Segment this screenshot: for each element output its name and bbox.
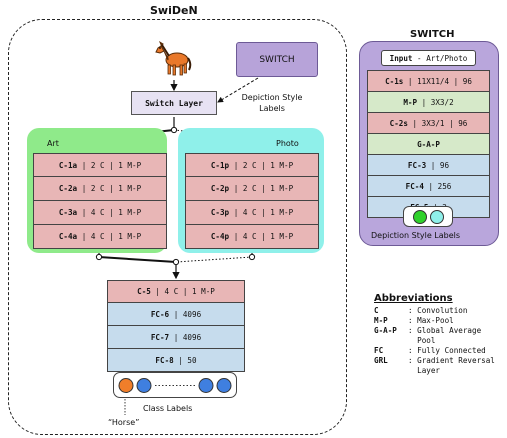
abbrev-item: FC: Fully Connected bbox=[374, 346, 486, 355]
switch-node: SWITCH bbox=[236, 42, 318, 77]
swiden-title: SwiDeN bbox=[150, 4, 198, 17]
class-label-nodes bbox=[118, 378, 232, 393]
abbrev-item: GRL: Gradient Reversal Layer bbox=[374, 356, 495, 375]
switch-layer-label: Switch Layer bbox=[145, 98, 203, 108]
class-node-49 bbox=[198, 378, 214, 393]
art-to-merge bbox=[98, 256, 177, 263]
shared-layer-c5: C-5 | 4 C | 1 M-P bbox=[107, 280, 245, 303]
art-layer-c1a: C-1a | 2 C | 1 M-P bbox=[33, 153, 167, 177]
art-layer-c4a: C-4a | 4 C | 1 M-P bbox=[33, 225, 167, 249]
abbreviations-list: C: Convolution M-P: Max-Pool G-A-P: Glob… bbox=[374, 306, 495, 376]
photo-label: Photo bbox=[276, 139, 299, 148]
class-node-50 bbox=[216, 378, 232, 393]
horse-caption: “Horse” bbox=[108, 418, 140, 427]
abbrev-item: M-P: Max-Pool bbox=[374, 316, 454, 325]
photo-layer-stack: C-1p | 2 C | 1 M-P C-2p | 2 C | 1 M-P C-… bbox=[185, 153, 319, 249]
art-label: Art bbox=[47, 139, 59, 148]
switch-node-label: SWITCH bbox=[259, 54, 295, 65]
shared-layer-stack: C-5 | 4 C | 1 M-P FC-6 | 4096 FC-7 | 409… bbox=[107, 280, 245, 372]
class-labels-output bbox=[113, 372, 237, 398]
switch-layer-fc3: FC-3 | 96 bbox=[367, 155, 490, 176]
photo-layer-c1p: C-1p | 2 C | 1 M-P bbox=[185, 153, 319, 177]
art-layer-c2a: C-2a | 2 C | 1 M-P bbox=[33, 177, 167, 201]
shared-layer-fc6: FC-6 | 4096 bbox=[107, 303, 245, 326]
switch-panel-title: SWITCH bbox=[410, 29, 455, 40]
art-layer-c3a: C-3a | 4 C | 1 M-P bbox=[33, 201, 167, 225]
switch-layer-box: Switch Layer bbox=[131, 91, 217, 115]
abbrev-item: G-A-P: Global Average Pool bbox=[374, 326, 482, 345]
shared-layer-fc7: FC-7 | 4096 bbox=[107, 326, 245, 349]
photo-layer-c3p: C-3p | 4 C | 1 M-P bbox=[185, 201, 319, 225]
switch-layer-c2s: C-2s | 3X3/1 | 96 bbox=[367, 113, 490, 134]
switch-layer-mp: M-P | 3X3/2 bbox=[367, 92, 490, 113]
switch-output-box bbox=[403, 206, 453, 227]
switch-panel-footer: Depiction Style Labels bbox=[371, 231, 461, 240]
junction-art-bottom bbox=[95, 253, 103, 261]
switch-layer-c1s: C-1s | 11X11/4 | 96 bbox=[367, 70, 490, 92]
junction-merge bbox=[172, 258, 180, 266]
photo-layer-c4p: C-4p | 4 C | 1 M-P bbox=[185, 225, 319, 249]
junction-photo-bottom bbox=[248, 253, 256, 261]
depiction-style-labels-caption: Depiction Style Labels bbox=[241, 93, 303, 113]
photo-output-node bbox=[430, 210, 444, 224]
switch-layer-stack: C-1s | 11X11/4 | 96 M-P | 3X3/2 C-2s | 3… bbox=[367, 70, 490, 218]
photo-layer-c2p: C-2p | 2 C | 1 M-P bbox=[185, 177, 319, 201]
switch-output-nodes bbox=[413, 210, 444, 224]
art-output-node bbox=[413, 210, 427, 224]
class-node-2 bbox=[136, 378, 152, 393]
shared-layer-fc8: FC-8 | 50 bbox=[107, 349, 245, 372]
junction-top bbox=[170, 126, 178, 134]
switch-layer-fc4: FC-4 | 256 bbox=[367, 176, 490, 197]
abbrev-item: C: Convolution bbox=[374, 306, 468, 315]
swiden-region bbox=[8, 19, 347, 435]
horse-icon bbox=[155, 41, 192, 76]
art-layer-stack: C-1a | 2 C | 1 M-P C-2a | 2 C | 1 M-P C-… bbox=[33, 153, 167, 249]
switch-to-layer-dashed bbox=[217, 77, 259, 103]
abbreviations-title: Abbreviations bbox=[374, 293, 453, 304]
switch-input-box: Input - Art/Photo bbox=[381, 50, 476, 66]
class-labels-caption: Class Labels bbox=[143, 404, 193, 413]
photo-to-merge bbox=[175, 256, 253, 263]
class-node-horse bbox=[118, 378, 134, 393]
switch-layer-gap: G-A-P bbox=[367, 134, 490, 155]
